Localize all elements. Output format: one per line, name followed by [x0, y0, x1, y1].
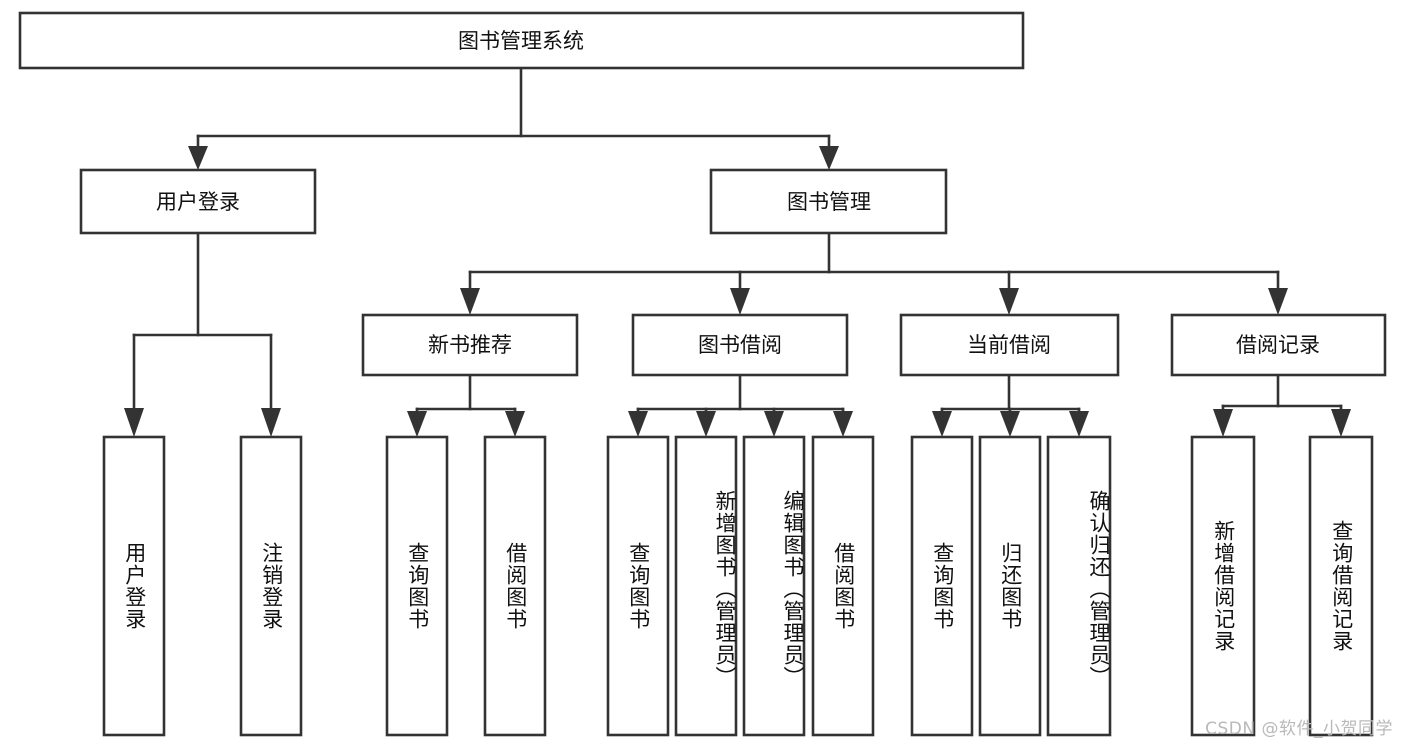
arrow-borrowrecord-leaf-1 — [1213, 409, 1233, 437]
node-borrow-record-rect[interactable] — [1170, 313, 1387, 377]
node-user-login-label: 用户登录 — [156, 190, 240, 214]
node-current-borrow[interactable]: 当前借阅 — [899, 313, 1120, 377]
leaf-rect-query-book-3[interactable] — [910, 435, 974, 737]
node-new-book-recommend-label: 新书推荐 — [428, 333, 512, 357]
arrow-newbook-leaf-2 — [505, 411, 525, 437]
arrow-to-leaf-user-login — [124, 408, 144, 437]
leaf-rect-confirm-return-admin[interactable] — [1046, 435, 1112, 737]
arrow-currentborrow-leaf-1 — [932, 411, 952, 437]
node-root-system-label: 图书管理系统 — [458, 29, 584, 53]
leaf-rect-borrow-book-1[interactable] — [483, 435, 547, 737]
arrow-currentborrow-leaf-2 — [1000, 411, 1020, 437]
leaf-rect-add-borrow-record[interactable] — [1190, 435, 1256, 737]
arrow-currentborrow-leaf-3 — [1069, 411, 1089, 437]
arrow-root-to-book-manage — [819, 146, 839, 170]
node-book-management-label: 图书管理 — [787, 190, 871, 214]
leaf-rect-edit-book-admin[interactable] — [742, 435, 806, 737]
leaf-rect-logout[interactable] — [239, 435, 303, 737]
arrow-to-current-borrow — [999, 288, 1019, 315]
node-book-management[interactable]: 图书管理 — [709, 168, 948, 235]
node-borrow-record-label: 借阅记录 — [1236, 333, 1320, 357]
arrow-borrowrecord-leaf-2 — [1331, 409, 1351, 437]
leaf-rect-borrow-book-2[interactable] — [811, 435, 875, 737]
arrow-to-borrow-record — [1268, 288, 1288, 315]
csdn-watermark: CSDN @软件_小贺同学 — [1205, 719, 1393, 739]
leaf-rect-query-book-2[interactable] — [606, 435, 670, 737]
node-root-system-rect[interactable] — [18, 11, 1025, 70]
node-borrow-record[interactable]: 借阅记录 — [1170, 313, 1387, 377]
node-current-borrow-rect[interactable] — [899, 313, 1120, 377]
leaf-rect-user-login[interactable] — [102, 435, 166, 737]
node-current-borrow-label: 当前借阅 — [967, 333, 1051, 357]
node-user-login-rect[interactable] — [79, 168, 317, 235]
arrow-bookborrow-leaf-3 — [764, 411, 784, 437]
node-book-management-rect[interactable] — [709, 168, 948, 235]
arrow-bookborrow-leaf-1 — [628, 411, 648, 437]
node-book-borrow-label: 图书借阅 — [698, 333, 782, 357]
node-user-login[interactable]: 用户登录 — [79, 168, 317, 235]
node-new-book-recommend-rect[interactable] — [361, 313, 579, 377]
leaf-rect-add-book-admin[interactable] — [674, 435, 738, 737]
arrow-to-new-book-recommend — [460, 288, 480, 315]
connector-layer — [124, 66, 1351, 437]
leaf-rect-return-book[interactable] — [978, 435, 1042, 737]
arrow-bookborrow-leaf-4 — [833, 411, 853, 437]
arrow-to-book-borrow — [730, 288, 750, 315]
node-book-borrow[interactable]: 图书借阅 — [631, 313, 849, 377]
leaf-rect-query-book-1[interactable] — [385, 435, 449, 737]
arrow-newbook-leaf-1 — [407, 411, 427, 437]
leaf-rect-layer — [102, 435, 1374, 737]
node-book-borrow-rect[interactable] — [631, 313, 849, 377]
arrow-bookborrow-leaf-2 — [696, 411, 716, 437]
node-root-system[interactable]: 图书管理系统 — [18, 11, 1025, 70]
arrow-to-leaf-logout — [261, 408, 281, 437]
leaf-rect-query-borrow-record[interactable] — [1308, 435, 1374, 737]
arrow-root-to-user-login — [188, 146, 208, 170]
node-new-book-recommend[interactable]: 新书推荐 — [361, 313, 579, 377]
